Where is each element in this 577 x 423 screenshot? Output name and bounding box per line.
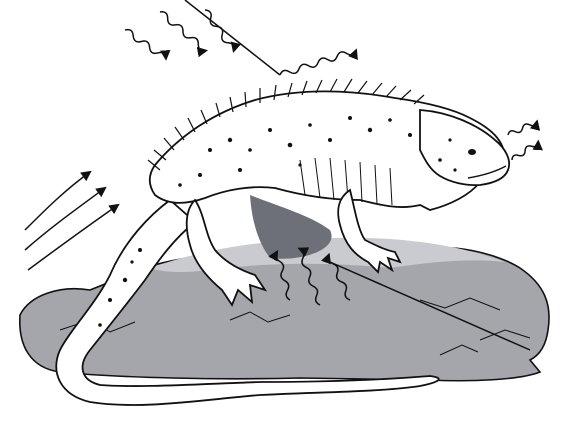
back-leader-line — [185, 0, 280, 75]
head-emitted-ray-2 — [511, 140, 540, 162]
back-emitted-ray — [279, 47, 357, 77]
head-emitted-ray-1 — [507, 119, 538, 137]
convection-arrow-3 — [28, 205, 118, 270]
iguana-eye — [468, 149, 476, 155]
solar-ray-3 — [203, 8, 237, 52]
rock — [20, 195, 549, 381]
solar-ray-2 — [158, 10, 208, 53]
solar-ray-1 — [123, 28, 167, 62]
convection-arrow-1 — [25, 172, 90, 230]
